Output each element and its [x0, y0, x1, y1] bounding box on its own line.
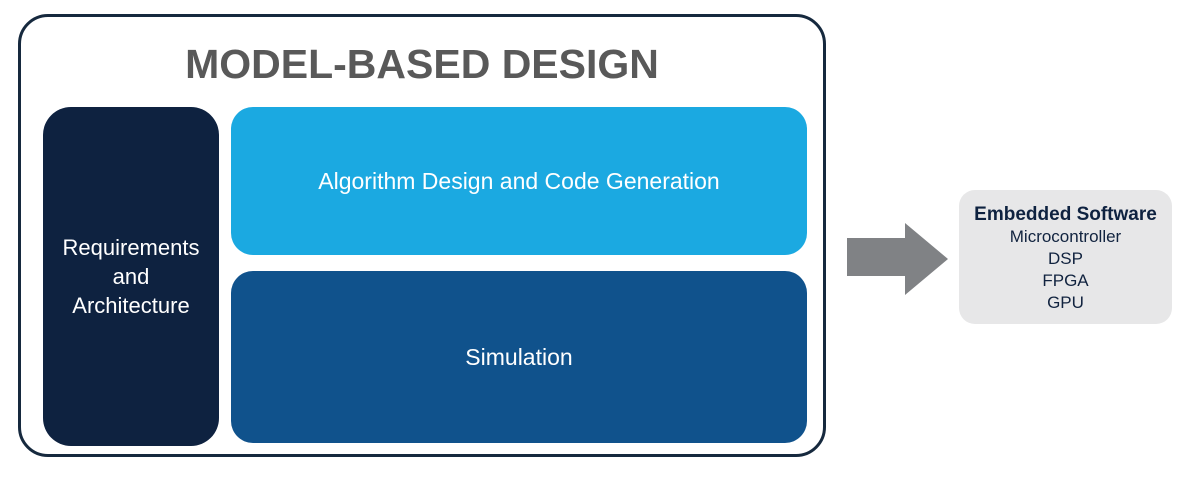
- arrow-right-icon: [847, 223, 948, 295]
- requirements-architecture-block: Requirements and Architecture: [43, 107, 219, 446]
- simulation-label: Simulation: [465, 343, 573, 370]
- embedded-item-gpu: GPU: [1047, 293, 1084, 312]
- model-based-design-frame: MODEL-BASED DESIGN Requirements and Arch…: [18, 14, 826, 457]
- embedded-item-fpga: FPGA: [1042, 271, 1089, 290]
- embedded-software-panel: Embedded Software Microcontroller DSP FP…: [959, 190, 1172, 324]
- requirements-line-3: Architecture: [72, 293, 190, 318]
- requirements-architecture-label: Requirements and Architecture: [63, 233, 200, 320]
- embedded-item-dsp: DSP: [1048, 249, 1083, 268]
- requirements-line-2: and: [112, 264, 150, 289]
- algorithm-design-label: Algorithm Design and Code Generation: [318, 167, 720, 194]
- simulation-block: Simulation: [231, 271, 807, 443]
- embedded-software-title: Embedded Software: [974, 204, 1157, 225]
- embedded-item-microcontroller: Microcontroller: [1009, 227, 1122, 246]
- requirements-line-1: Requirements: [62, 235, 200, 260]
- diagram-title: MODEL-BASED DESIGN: [185, 41, 659, 87]
- algorithm-design-block: Algorithm Design and Code Generation: [231, 107, 807, 255]
